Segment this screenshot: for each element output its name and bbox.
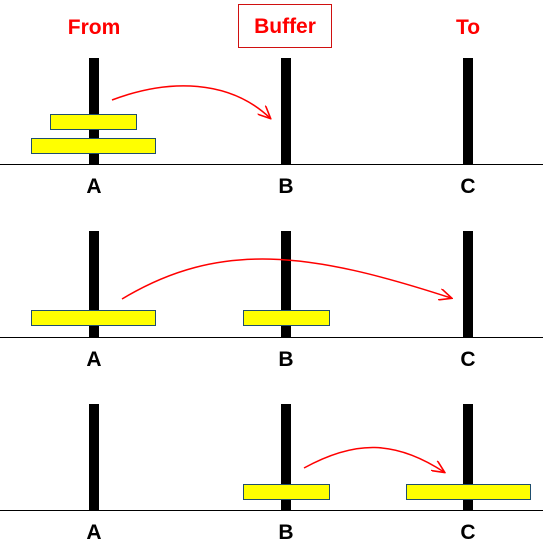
peg-a <box>89 231 99 337</box>
peg-a <box>89 58 99 164</box>
peg-label-c: C <box>460 348 476 371</box>
baseline <box>0 337 543 338</box>
peg-label-b: B <box>278 175 294 198</box>
step-panel-3: A B C <box>0 0 543 544</box>
peg-c <box>463 58 473 164</box>
peg-label-b: B <box>278 521 294 544</box>
disk-large <box>31 138 156 154</box>
move-arrow-a-to-b <box>111 85 270 118</box>
disk-small <box>50 114 137 130</box>
peg-label-c: C <box>460 521 476 544</box>
peg-label-c: C <box>460 175 476 198</box>
disk-large <box>31 310 156 326</box>
peg-b <box>281 231 291 337</box>
disk-small <box>243 310 330 326</box>
peg-label-a: A <box>86 175 102 198</box>
move-arrow-b-to-c <box>303 446 444 472</box>
move-arrow-a-to-c <box>121 258 451 299</box>
step-panel-1: A B C <box>0 0 543 198</box>
baseline <box>0 164 543 165</box>
header-buffer-label: Buffer <box>238 4 332 48</box>
peg-b <box>281 58 291 164</box>
peg-a <box>89 404 99 510</box>
peg-label-a: A <box>86 348 102 371</box>
peg-label-b: B <box>278 348 294 371</box>
peg-c <box>463 404 473 510</box>
peg-c <box>463 231 473 337</box>
header-to-label: To <box>455 16 481 39</box>
header-from-label: From <box>67 16 121 39</box>
disk-small <box>243 484 330 500</box>
baseline <box>0 510 543 511</box>
disk-large <box>406 484 531 500</box>
peg-label-a: A <box>86 521 102 544</box>
step-panel-2: A B C <box>0 0 543 371</box>
peg-b <box>281 404 291 510</box>
